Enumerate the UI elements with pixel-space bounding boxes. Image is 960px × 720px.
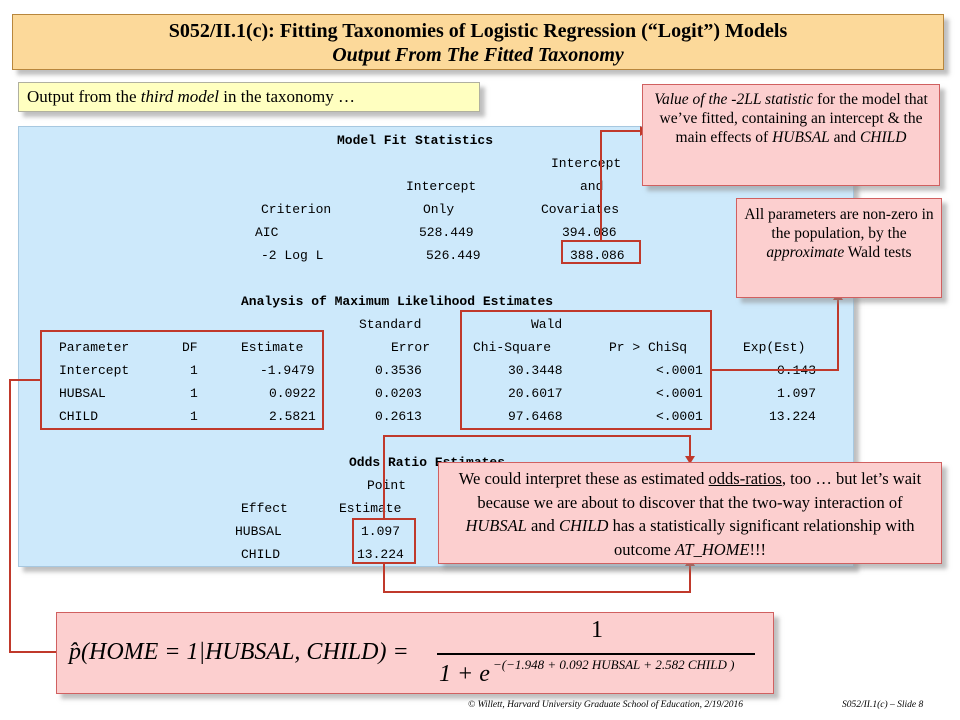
fraction-bar — [437, 653, 755, 655]
fit-hdr-only: Only — [423, 202, 455, 217]
formula-lhs: p̂(HOME = 1|HUBSAL, CHILD) = — [69, 639, 409, 665]
connector-odds-bottom — [383, 564, 691, 593]
footer-copyright: © Willett, Harvard University Graduate S… — [468, 700, 743, 710]
mle-param: CHILD — [59, 409, 99, 424]
odds-callout: We could interpret these as estimated od… — [438, 462, 942, 564]
mle-p: <.0001 — [656, 409, 703, 424]
callout-neg2ll-c: HUBSAL — [772, 129, 830, 146]
fit-row-criterion: AIC — [255, 225, 279, 240]
mle-hdr-chisq: Chi-Square — [473, 340, 552, 355]
callout-wald-c: Wald tests — [844, 244, 912, 261]
callout-odds-f: CHILD — [558, 516, 609, 535]
fit-row-only: 526.449 — [426, 248, 481, 263]
slide-subtitle-title: Output From The Fitted Taxonomy — [332, 44, 624, 66]
odds-effect: CHILD — [241, 547, 281, 562]
mle-hdr-estimate: Estimate — [241, 340, 304, 355]
fit-hdr-covariates: Covariates — [541, 202, 620, 217]
fit-heading: Model Fit Statistics — [337, 133, 494, 148]
mle-est: 0.0922 — [269, 386, 316, 401]
mle-param: HUBSAL — [59, 386, 106, 401]
intro-text-pre: Output from the — [27, 87, 141, 106]
wald-callout: All parameters are non-zero in the popul… — [736, 198, 942, 298]
callout-odds-e: and — [526, 516, 559, 535]
fit-row-only: 528.449 — [419, 225, 474, 240]
mle-se: 0.2613 — [375, 409, 422, 424]
callout-odds-b: odds-ratios — [708, 469, 782, 488]
mle-hdr-pr: Pr > ChiSq — [609, 340, 688, 355]
odds-est-highlight — [352, 518, 416, 564]
odds-est: 1.097 — [361, 524, 401, 539]
formula-numerator: 1 — [591, 617, 603, 643]
mle-hdr-df: DF — [182, 340, 198, 355]
fit-row-criterion: -2 Log L — [261, 248, 324, 263]
mle-exp: 0.143 — [777, 363, 817, 378]
slide-title: S052/II.1(c): Fitting Taxonomies of Logi… — [168, 20, 788, 42]
neg2ll-callout: Value of the -2LL statistic for the mode… — [642, 84, 940, 186]
formula-exponent: −(−1.948 + 0.092 HUBSAL + 2.582 CHILD ) — [493, 657, 735, 672]
callout-odds-i: !!! — [749, 539, 766, 559]
mle-est: -1.9479 — [260, 363, 315, 378]
callout-odds-a: We could interpret these as estimated — [458, 469, 709, 488]
callout-neg2ll-d: and — [829, 129, 860, 146]
footer-slide-number: S052/II.1(c) – Slide 8 — [842, 700, 924, 710]
mle-hdr-wald: Wald — [531, 317, 563, 332]
callout-neg2ll-e: CHILD — [859, 129, 907, 146]
mle-exp: 1.097 — [777, 386, 817, 401]
fit-row-cov: 394.086 — [562, 225, 617, 240]
neg2ll-highlight — [561, 240, 641, 264]
formula-denom-prefix: 1 + e — [439, 661, 490, 687]
callout-odds-h: AT_HOME — [674, 539, 750, 559]
odds-effect: HUBSAL — [235, 524, 282, 539]
formula-box: p̂(HOME = 1|HUBSAL, CHILD) = 1 1 + e −(−… — [56, 612, 774, 694]
odds-hdr-effect: Effect — [241, 501, 288, 516]
slide-title-box: S052/II.1(c): Fitting Taxonomies of Logi… — [12, 14, 944, 70]
mle-p: <.0001 — [656, 386, 703, 401]
fit-hdr-intercept-top: Intercept — [551, 156, 622, 171]
mle-hdr-exp: Exp(Est) — [743, 340, 806, 355]
wald-highlight — [460, 310, 712, 430]
mle-df: 1 — [190, 409, 198, 424]
mle-chi: 97.6468 — [508, 409, 563, 424]
fit-row-cov: 388.086 — [570, 248, 625, 263]
params-highlight — [40, 330, 324, 430]
callout-neg2ll-b: for the model that we’ve fitted, contain… — [659, 91, 928, 146]
mle-hdr-error: Error — [391, 340, 431, 355]
fit-hdr-and: and — [580, 179, 604, 194]
mle-chi: 20.6017 — [508, 386, 563, 401]
mle-heading: Analysis of Maximum Likelihood Estimates — [241, 294, 554, 309]
mle-est: 2.5821 — [269, 409, 316, 424]
mle-df: 1 — [190, 386, 198, 401]
odds-hdr-estimate: Estimate — [339, 501, 402, 516]
mle-se: 0.3536 — [375, 363, 422, 378]
intro-text-post: in the taxonomy … — [219, 87, 356, 106]
callout-odds-d: HUBSAL — [465, 516, 527, 535]
mle-param: Intercept — [59, 363, 130, 378]
callout-odds-c: , too … but let’s wait because we are ab… — [477, 469, 922, 512]
callout-odds-g: has a statistically significant relation… — [608, 516, 915, 559]
callout-wald-a: All parameters are non-zero in the popul… — [744, 206, 934, 242]
intro-text-em: third model — [140, 87, 220, 106]
output-intro-box: Output from the third model in the taxon… — [18, 82, 480, 112]
odds-est: 13.224 — [357, 547, 404, 562]
callout-neg2ll-a: Value of the -2LL statistic — [654, 91, 814, 108]
fit-hdr-criterion: Criterion — [261, 202, 332, 217]
mle-df: 1 — [190, 363, 198, 378]
callout-wald-b: approximate — [766, 244, 845, 261]
mle-hdr-parameter: Parameter — [59, 340, 130, 355]
fit-hdr-intercept: Intercept — [406, 179, 477, 194]
mle-chi: 30.3448 — [508, 363, 563, 378]
mle-exp: 13.224 — [769, 409, 816, 424]
odds-hdr-point: Point — [367, 478, 407, 493]
mle-se: 0.0203 — [375, 386, 422, 401]
mle-hdr-standard: Standard — [359, 317, 422, 332]
mle-p: <.0001 — [656, 363, 703, 378]
